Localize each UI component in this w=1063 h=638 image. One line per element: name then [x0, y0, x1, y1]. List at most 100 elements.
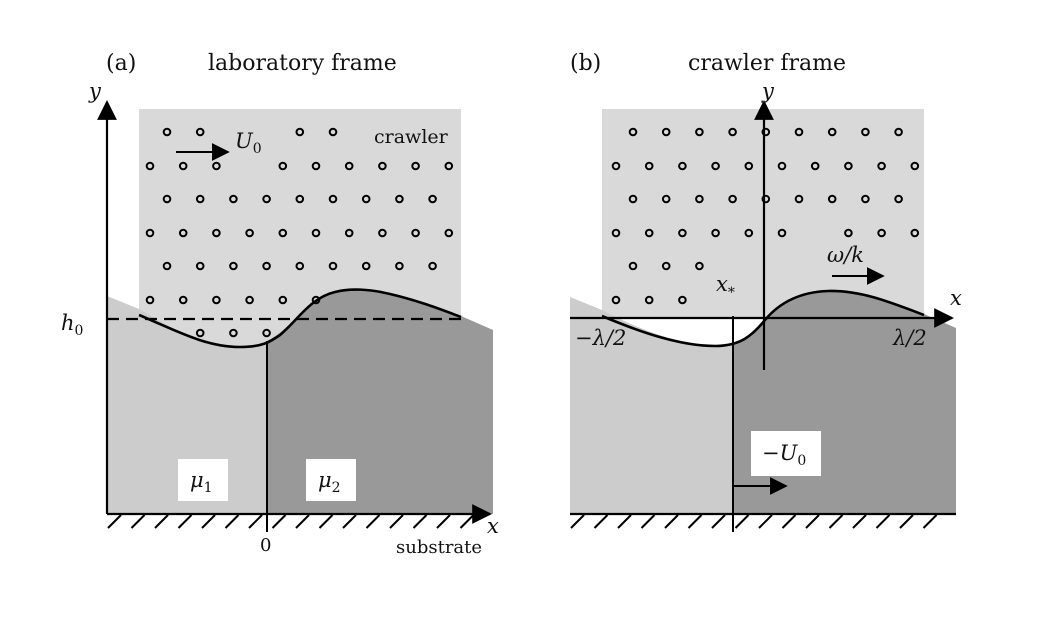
hatch-mark [617, 514, 632, 529]
hatch-mark [201, 514, 216, 529]
origin-label: 0 [260, 535, 271, 556]
particle-dot [844, 161, 853, 171]
particle-dot [311, 295, 321, 305]
particle-dot [195, 194, 205, 204]
hatch-mark [758, 514, 773, 529]
particle-dot [644, 161, 654, 171]
hatch-mark [734, 514, 750, 529]
particle-dot [295, 194, 305, 204]
hatch-mark [781, 514, 797, 529]
particle-dot [428, 261, 437, 271]
particle-dot [728, 194, 737, 204]
particle-dot [245, 228, 254, 238]
hatch-mark [389, 514, 404, 529]
particle-dot [661, 261, 671, 271]
particle-dot [262, 194, 271, 204]
particle-dot [212, 228, 221, 238]
particle-dot [411, 161, 420, 171]
particle-dot [678, 161, 687, 171]
interface-curve-a [138, 288, 462, 349]
particle-dot [611, 161, 621, 171]
hatch-mark [177, 514, 193, 529]
particle-dot [644, 295, 654, 305]
particle-dot [378, 228, 387, 238]
particle-dot [411, 228, 420, 238]
neg-half-wavelength-label: −λ/2 [575, 326, 626, 350]
particle-dot [910, 161, 920, 171]
hatch-mark [342, 514, 357, 529]
pos-half-wavelength-label: λ/2 [892, 326, 927, 350]
neg-velocity-box [751, 431, 821, 476]
particle-dot [695, 194, 704, 204]
x-axis-label-a: x [487, 514, 499, 538]
hatch-mark [295, 514, 310, 529]
crawler-label: crawler [374, 126, 449, 148]
particle-dot [162, 194, 172, 204]
particle-dot [644, 228, 654, 238]
y-axis-label-a: y [88, 79, 102, 103]
particle-dot [628, 127, 638, 137]
neg-velocity-label: −U0 [762, 441, 806, 469]
panel-b-tag: (b) [570, 51, 601, 76]
particle-dot [295, 261, 305, 271]
hatch-mark [687, 514, 703, 529]
hatch-mark [130, 514, 146, 529]
hatch-mark [922, 514, 938, 529]
particle-dot [910, 228, 920, 238]
particle-dot [344, 161, 354, 171]
hatch-mark [412, 514, 428, 529]
particle-dot [195, 261, 205, 271]
particle-dot [877, 161, 886, 171]
hatch-mark [828, 514, 844, 529]
hatch-mark [318, 514, 334, 529]
substrate-hatching-a [107, 514, 475, 529]
particle-dot [212, 161, 221, 171]
particle-dot [678, 295, 687, 305]
hatch-mark [852, 514, 867, 529]
particle-dot [344, 228, 354, 238]
particle-dot [695, 127, 704, 137]
particle-dot [311, 228, 321, 238]
hatch-mark [640, 514, 656, 529]
particle-dot [794, 194, 804, 204]
wave-speed-label: ω/k [827, 243, 864, 267]
particle-dot [827, 194, 837, 204]
panel-b: (b) crawler frame y x x* ω/k −λ/2 λ/2 −U… [570, 51, 962, 532]
particle-dot [212, 295, 221, 305]
fluid-region-right-b [733, 290, 956, 514]
u0-label: U0 [235, 129, 262, 157]
hatch-mark [664, 514, 679, 529]
particle-dot [894, 194, 903, 204]
particle-dot [162, 127, 172, 137]
mu1-box [178, 459, 228, 501]
hatch-mark [365, 514, 381, 529]
hatch-mark [593, 514, 609, 529]
particle-dot [145, 161, 155, 171]
particle-dot [178, 161, 188, 171]
hatch-mark [224, 514, 240, 529]
particle-dot [894, 127, 903, 137]
particle-dot [861, 127, 870, 137]
hatch-mark [248, 514, 263, 529]
particle-dot [428, 194, 437, 204]
particle-dot [278, 228, 288, 238]
hatch-mark [570, 514, 585, 529]
particle-dot [278, 295, 288, 305]
crawler-particles-a [145, 127, 454, 338]
particle-dot [794, 127, 804, 137]
particle-dot [328, 261, 338, 271]
particle-dot [611, 295, 621, 305]
hatch-mark [805, 514, 820, 529]
particle-dot [761, 194, 771, 204]
mu2-label: μ2 [318, 468, 341, 496]
hatch-mark [711, 514, 726, 529]
particle-dot [145, 228, 155, 238]
particle-dot [611, 228, 621, 238]
particle-dot [229, 194, 238, 204]
hatch-mark [459, 514, 475, 529]
particle-dot [145, 295, 155, 305]
hatch-mark [436, 514, 451, 529]
particle-dot [311, 161, 321, 171]
particle-dot [229, 328, 238, 338]
